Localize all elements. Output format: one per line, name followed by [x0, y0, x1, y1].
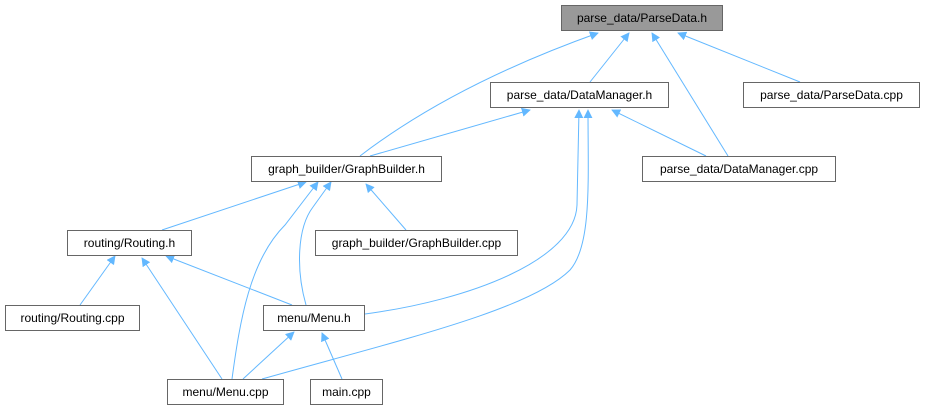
node-menu-h[interactable]: menu/Menu.h — [263, 305, 365, 331]
node-routing-cpp[interactable]: routing/Routing.cpp — [5, 305, 140, 331]
node-routing-h[interactable]: routing/Routing.h — [67, 230, 192, 256]
edge-menu-h-to-routing-h — [165, 254, 293, 306]
edge-menu-h-to-graphbuilder-h — [299, 181, 332, 306]
node-parsedata-cpp[interactable]: parse_data/ParseData.cpp — [743, 82, 920, 108]
node-graphbuilder-cpp[interactable]: graph_builder/GraphBuilder.cpp — [315, 230, 518, 256]
edge-menu-cpp-to-menu-h — [242, 331, 295, 380]
edge-menu-cpp-to-graphbuilder-h — [231, 181, 319, 380]
node-graphbuilder-h[interactable]: graph_builder/GraphBuilder.h — [251, 156, 442, 182]
node-menu-cpp[interactable]: menu/Menu.cpp — [167, 379, 284, 405]
edge-menu-cpp-to-datamanager-h — [261, 109, 593, 380]
edge-graphbuilder-h-to-datamanager-h — [369, 107, 531, 157]
edge-datamanager-cpp-to-datamanager-h — [611, 109, 707, 157]
edge-menu-h-to-datamanager-h — [364, 109, 584, 315]
node-main-cpp[interactable]: main.cpp — [310, 379, 383, 405]
edge-graphbuilder-h-to-parsedata-h — [359, 31, 599, 157]
edge-graphbuilder-cpp-to-graphbuilder-h — [365, 183, 407, 231]
node-datamanager-cpp[interactable]: parse_data/DataManager.cpp — [642, 156, 836, 182]
node-parsedata-h: parse_data/ParseData.h — [561, 5, 723, 31]
edge-parsedata-cpp-to-parsedata-h — [677, 31, 801, 83]
edge-datamanager-cpp-to-parsedata-h — [651, 32, 729, 157]
edge-datamanager-h-to-parsedata-h — [589, 32, 630, 83]
edge-main-cpp-to-menu-h — [321, 332, 343, 380]
node-datamanager-h[interactable]: parse_data/DataManager.h — [490, 82, 669, 108]
edge-menu-cpp-to-routing-h — [141, 257, 223, 380]
edge-routing-h-to-graphbuilder-h — [161, 180, 307, 231]
edge-routing-cpp-to-routing-h — [79, 255, 116, 306]
